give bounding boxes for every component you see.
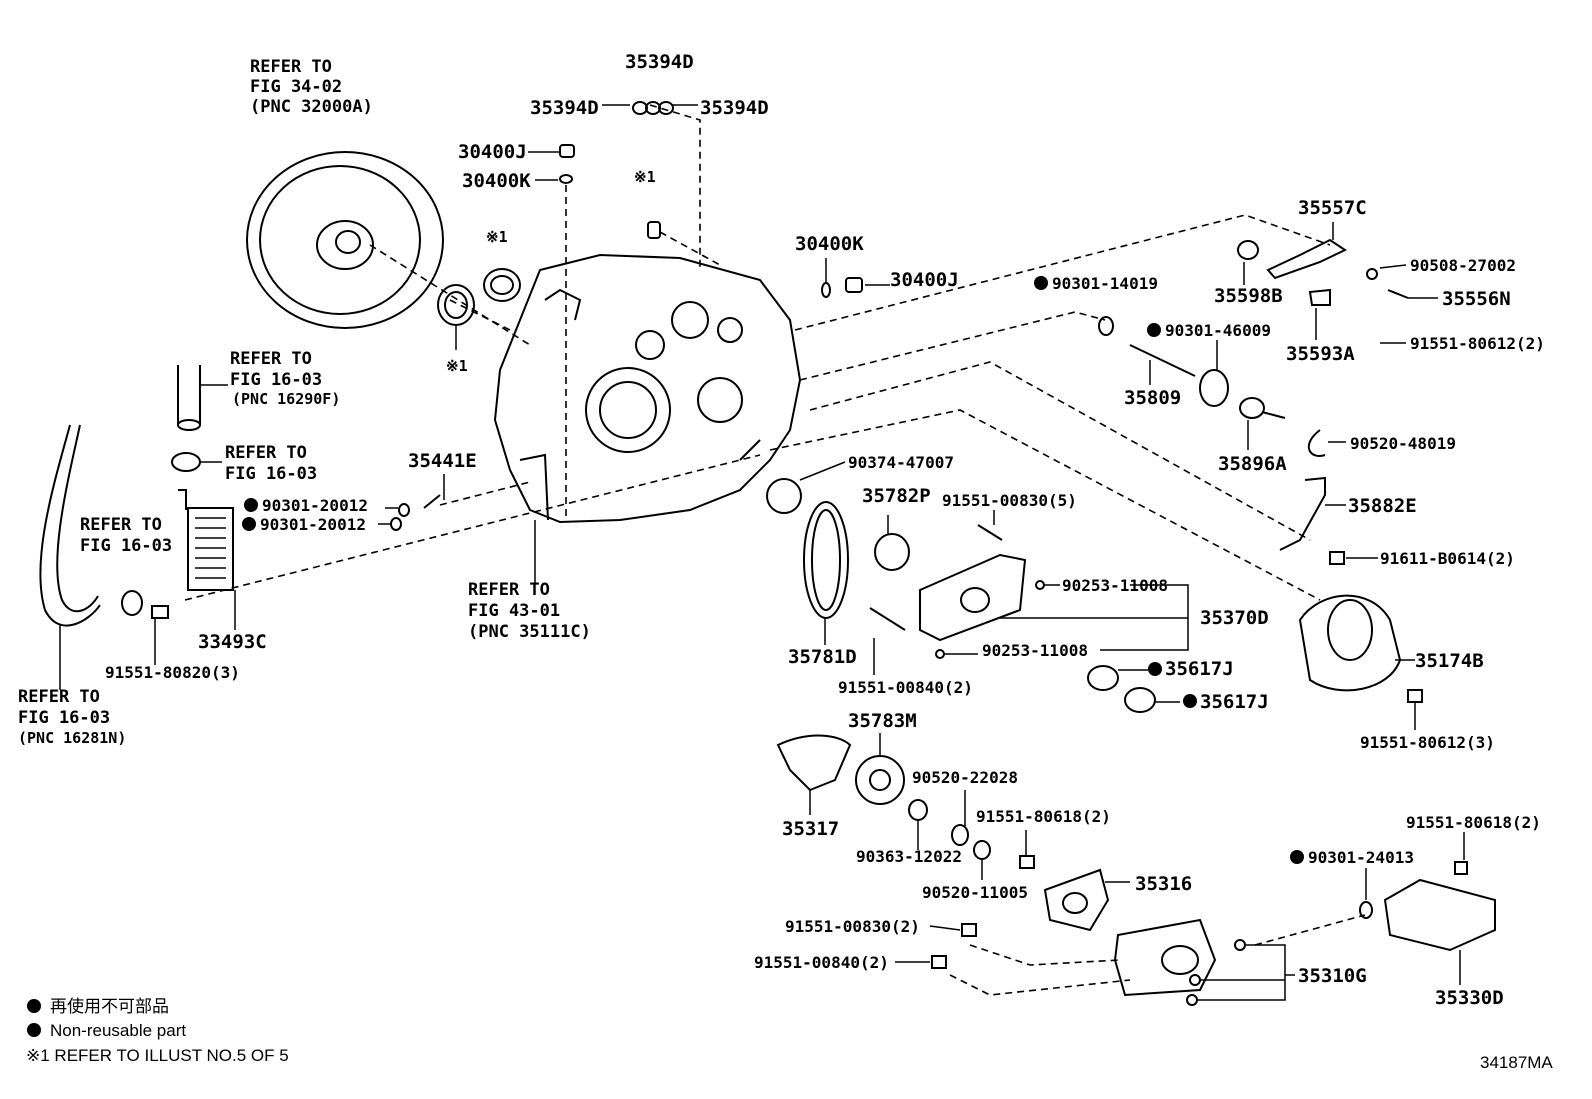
ref-line: FIG 16-03 bbox=[230, 370, 322, 390]
part-label: 35370D bbox=[1200, 607, 1269, 629]
part-label: 90301-46009 bbox=[1165, 321, 1271, 340]
part-label: 35394D bbox=[530, 97, 599, 119]
part-label: 90301-20012 bbox=[262, 496, 368, 515]
part-label: 35617J bbox=[1165, 658, 1234, 680]
oil-seals bbox=[437, 268, 521, 326]
ref-line: FIG 16-03 bbox=[225, 464, 317, 484]
part-label: 30400J bbox=[890, 269, 959, 291]
part-label: 35394D bbox=[700, 97, 769, 119]
part-label: 90253-11008 bbox=[1062, 576, 1168, 595]
refer-to-fig-34-02: REFER TO FIG 34-02 (PNC 32000A) bbox=[250, 57, 373, 117]
refer-to-fig-16-03-c: REFER TO FIG 16-03 bbox=[80, 515, 172, 556]
ref-line: (PNC 32000A) bbox=[250, 97, 373, 117]
part-label: 35598B bbox=[1214, 285, 1283, 307]
part-label: 35317 bbox=[782, 818, 839, 840]
part-label: 35316 bbox=[1135, 873, 1192, 895]
ref-line: REFER TO bbox=[230, 349, 312, 369]
ref-line: FIG 16-03 bbox=[18, 708, 110, 728]
part-label: 35782P bbox=[862, 485, 931, 507]
ref-line: FIG 34-02 bbox=[250, 77, 342, 97]
part-label: 91611-B0614(2) bbox=[1380, 549, 1515, 568]
part-label: 90520-11005 bbox=[922, 883, 1028, 902]
shift-linkage bbox=[1098, 238, 1409, 565]
chain-sprockets bbox=[766, 478, 1156, 713]
refer-to-fig-16-03-a: REFER TO FIG 16-03 (PNC 16290F) bbox=[230, 349, 340, 408]
part-label: 30400J bbox=[458, 141, 527, 163]
part-label: 90363-12022 bbox=[856, 847, 962, 866]
part-label: 91551-80612(2) bbox=[1410, 334, 1545, 353]
part-label: 91551-00830(2) bbox=[785, 917, 920, 936]
part-label: 35330D bbox=[1435, 987, 1504, 1009]
part-label: 35556N bbox=[1442, 288, 1511, 310]
part-label: 90520-48019 bbox=[1350, 434, 1456, 453]
part-label: 35394D bbox=[625, 51, 694, 73]
part-label: 30400K bbox=[795, 233, 864, 255]
note-mark: ※1 bbox=[486, 228, 508, 246]
transaxle-case bbox=[493, 253, 802, 524]
torque-converter bbox=[246, 151, 444, 329]
refer-to-fig-16-03-d: REFER TO FIG 16-03 (PNC 16281N) bbox=[18, 687, 126, 747]
part-label: 35882E bbox=[1348, 495, 1417, 517]
part-label: 30400K bbox=[462, 170, 531, 192]
legend: 再使用不可部品 Non-reusable part ※1 REFER TO IL… bbox=[26, 996, 289, 1065]
part-label: 35557C bbox=[1298, 197, 1367, 219]
part-label: 91551-00840(2) bbox=[754, 953, 889, 972]
legend-jp: 再使用不可部品 bbox=[50, 996, 169, 1016]
part-label: 35781D bbox=[788, 646, 857, 668]
ref-line: REFER TO bbox=[250, 57, 332, 77]
part-label: 90520-22028 bbox=[912, 768, 1018, 787]
part-label: 90374-47007 bbox=[848, 453, 954, 472]
part-label: 33493C bbox=[198, 631, 267, 653]
ref-line: FIG 43-01 bbox=[468, 601, 560, 621]
part-label: 91551-80820(3) bbox=[105, 663, 240, 682]
leader-lines bbox=[59, 104, 1465, 1001]
hoses bbox=[39, 365, 201, 627]
part-label: 35174B bbox=[1415, 650, 1484, 672]
ref-line: (PNC 16290F) bbox=[232, 390, 340, 408]
ref-line: REFER TO bbox=[80, 515, 162, 535]
ref-line: REFER TO bbox=[225, 443, 307, 463]
non-reusable-markers bbox=[27, 276, 1304, 1037]
part-label: 90253-11008 bbox=[982, 641, 1088, 660]
part-label: 90301-20012 bbox=[260, 515, 366, 534]
part-label: 91551-80618(2) bbox=[1406, 813, 1541, 832]
part-label: 90301-24013 bbox=[1308, 848, 1414, 867]
part-label: 91551-80618(2) bbox=[976, 807, 1111, 826]
note-mark: ※1 bbox=[634, 168, 656, 186]
ref-line: REFER TO bbox=[18, 687, 100, 707]
part-label: 35441E bbox=[408, 450, 477, 472]
part-label: 91551-00840(2) bbox=[838, 678, 973, 697]
assembly-lines bbox=[184, 104, 1366, 996]
ref-line: (PNC 35111C) bbox=[468, 622, 591, 642]
part-label: 91551-80612(3) bbox=[1360, 733, 1495, 752]
part-label: 90301-14019 bbox=[1052, 274, 1158, 293]
illustration-code: 34187MA bbox=[1480, 1053, 1553, 1072]
legend-en: Non-reusable part bbox=[50, 1021, 186, 1040]
oil-cooler bbox=[151, 489, 441, 619]
cover-plate bbox=[1298, 594, 1423, 703]
plugs bbox=[559, 101, 863, 298]
part-label: 35783M bbox=[848, 710, 917, 732]
ref-line: REFER TO bbox=[468, 580, 550, 600]
ref-line: (PNC 16281N) bbox=[18, 729, 126, 747]
legend-note: ※1 REFER TO ILLUST NO.5 OF 5 bbox=[26, 1046, 289, 1065]
refer-to-fig-43-01: REFER TO FIG 43-01 (PNC 35111C) bbox=[468, 580, 591, 642]
part-label: 35617J bbox=[1200, 691, 1269, 713]
part-label: 91551-00830(5) bbox=[942, 491, 1077, 510]
refer-to-fig-16-03-b: REFER TO FIG 16-03 bbox=[225, 443, 317, 484]
part-label: 35809 bbox=[1124, 387, 1181, 409]
note-mark: ※1 bbox=[446, 357, 468, 375]
part-label: 35593A bbox=[1286, 343, 1355, 365]
part-label: 90508-27002 bbox=[1410, 256, 1516, 275]
part-labels: 35394D 35394D 35394D 30400J 30400K ※1 ※1… bbox=[105, 51, 1545, 1009]
part-label: 35310G bbox=[1298, 965, 1367, 987]
ref-line: FIG 16-03 bbox=[80, 536, 172, 556]
part-label: 35896A bbox=[1218, 453, 1287, 475]
